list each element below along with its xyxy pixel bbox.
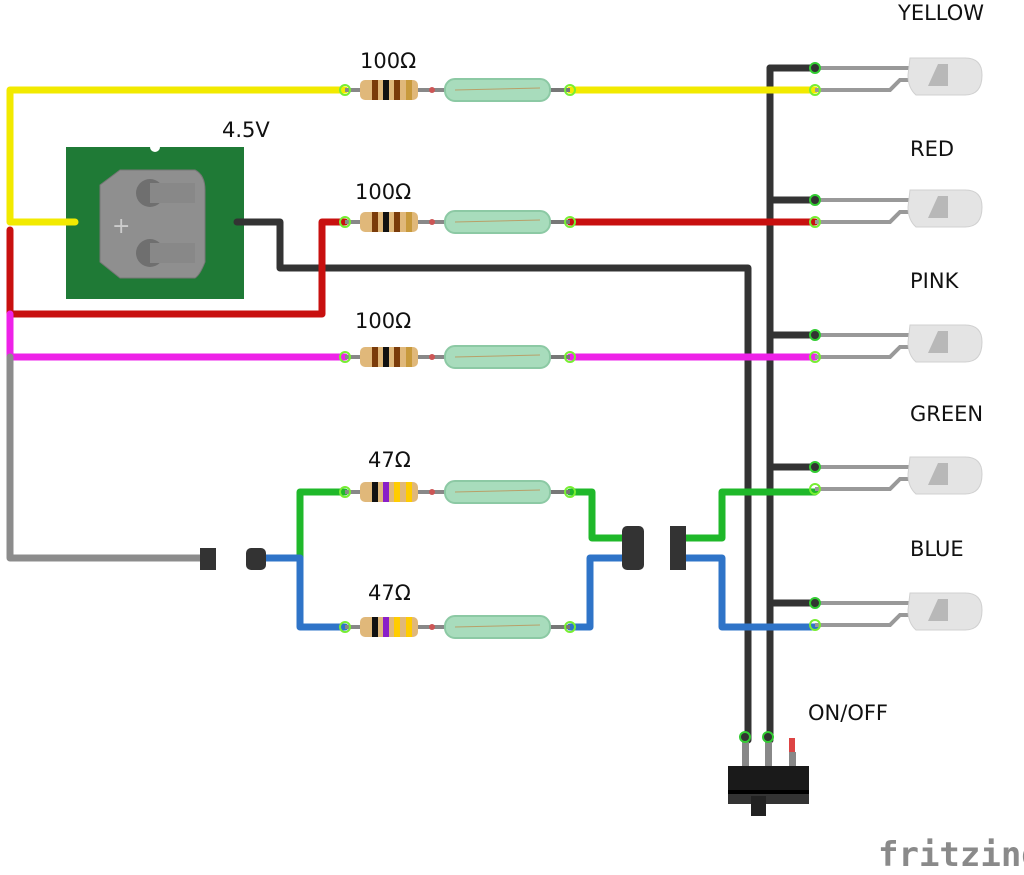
resistor-reed-yellow [339, 78, 576, 102]
resistor-label-1: 100Ω [360, 49, 416, 73]
reed-switch [444, 78, 551, 102]
reed-switch [444, 480, 551, 504]
led-label-red: RED [910, 137, 954, 161]
led-red [809, 189, 983, 228]
battery-label: 4.5V [222, 118, 270, 142]
resistor-label-2: 100Ω [355, 180, 411, 204]
wire-black-branches [766, 64, 819, 607]
resistor-reed-green [339, 480, 576, 504]
wire-red [6, 218, 819, 318]
switch-label: ON/OFF [808, 701, 888, 725]
led-label-blue: BLUE [910, 537, 964, 561]
wire-black-ground [233, 218, 752, 744]
reed-switch [444, 615, 551, 639]
led-yellow [809, 57, 983, 96]
led-label-green: GREEN [910, 402, 983, 426]
reed-switch [444, 345, 551, 369]
header-connector-middle [246, 548, 266, 570]
slide-switch[interactable] [728, 731, 809, 816]
led-label-yellow: YELLOW [897, 1, 984, 25]
resistor-reed-blue [339, 615, 576, 639]
header-connector-pair-right [670, 526, 686, 570]
plus-icon: + [112, 214, 130, 239]
header-connector-pair-left [622, 526, 644, 570]
reed-switch [444, 210, 551, 234]
header-connector-left [200, 548, 216, 570]
led-pink [809, 324, 983, 363]
resistor-label-4: 47Ω [368, 448, 411, 472]
resistor-label-3: 100Ω [355, 309, 411, 333]
resistor-reed-red [339, 210, 576, 234]
led-label-pink: PINK [910, 269, 960, 293]
wires [6, 64, 819, 744]
fritzing-logo: fritzing [878, 835, 1024, 875]
wire-blue [251, 554, 819, 631]
wire-yellow [6, 86, 819, 226]
resistor-label-5: 47Ω [368, 581, 411, 605]
battery-holder: + [66, 142, 244, 299]
led-blue [809, 592, 983, 631]
led-green [809, 456, 983, 495]
resistor-reed-pink [339, 345, 576, 369]
wire-gray [6, 353, 212, 562]
wire-green [296, 488, 819, 562]
